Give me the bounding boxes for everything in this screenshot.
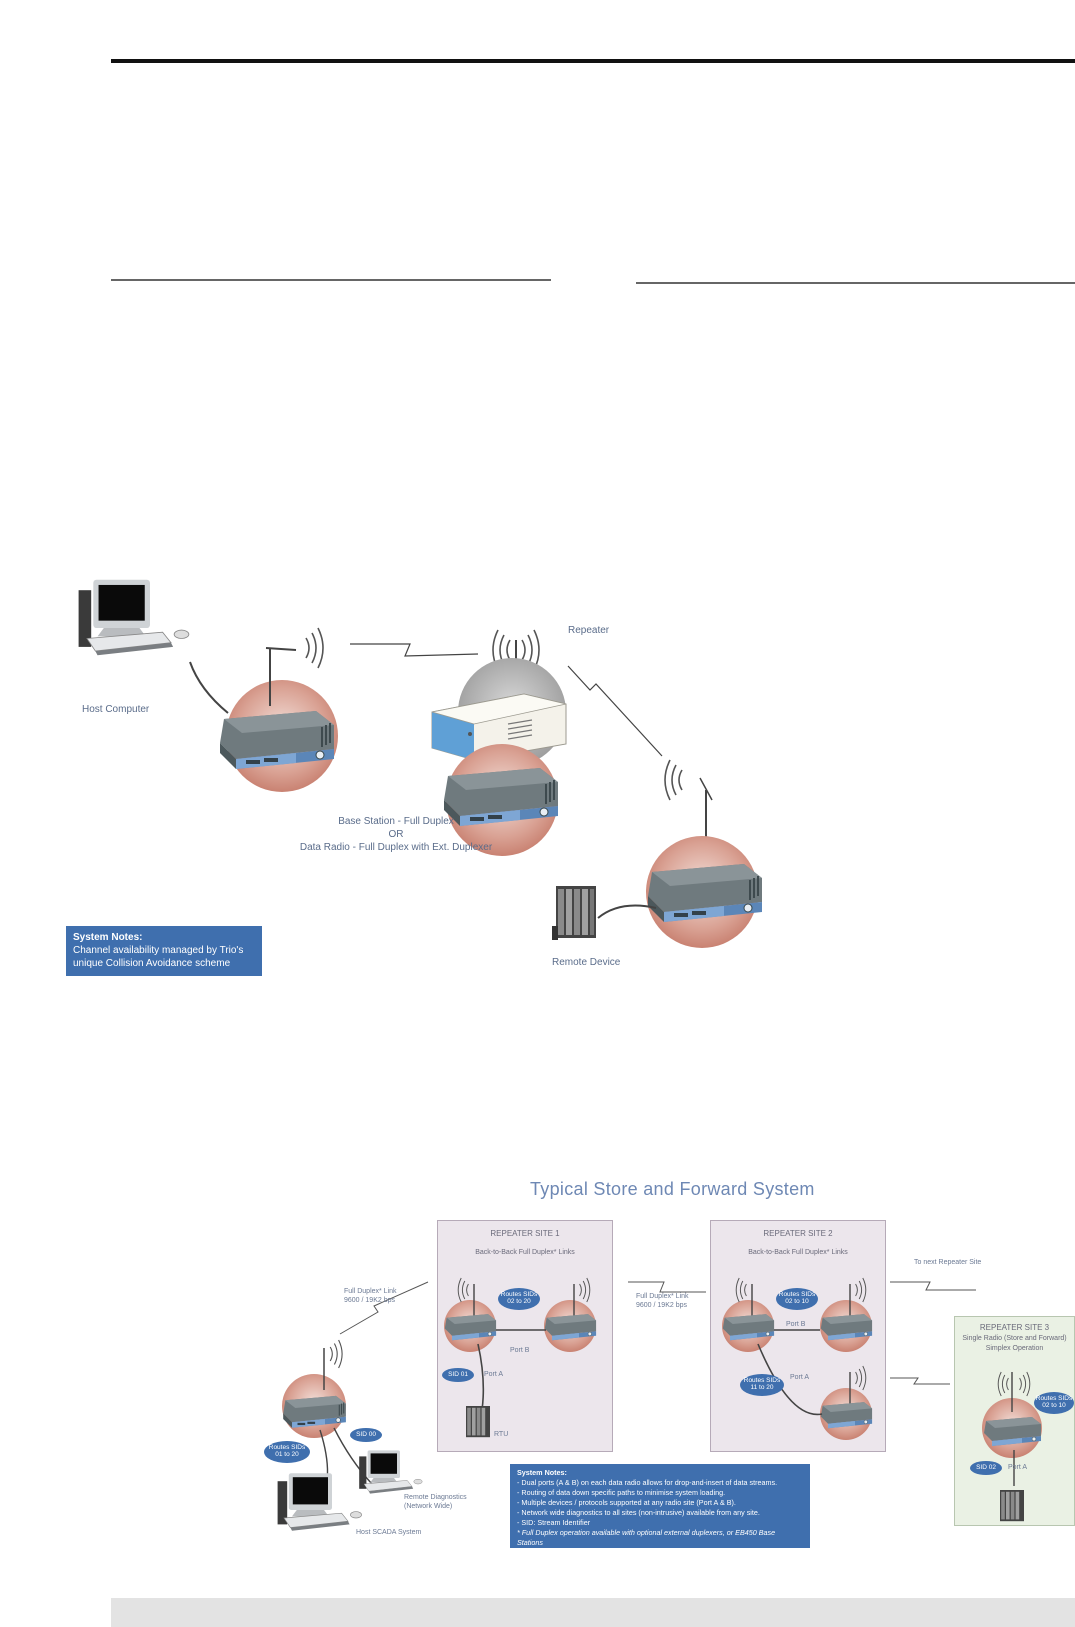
link2-label-1: Full Duplex* Link: [636, 1293, 689, 1300]
system-notes2-line-5: - SID: Stream Identifier: [517, 1518, 591, 1527]
site1-routes-l2: 02 to 20: [507, 1298, 531, 1305]
site3-subtitle-2: Simplex Operation: [985, 1345, 1044, 1352]
footer-band: [111, 1598, 1075, 1627]
site1-subtitle: Back-to-Back Full Duplex* Links: [475, 1249, 575, 1256]
system-notes-line-2: unique Collision Avoidance scheme: [73, 958, 231, 969]
site3-routes-l1: Routes SIDs: [1035, 1395, 1073, 1402]
base-station-label-2: Data Radio - Full Duplex with Ext. Duple…: [299, 842, 493, 853]
to-next-repeater-label: To next Repeater Site: [914, 1259, 982, 1266]
site2-routes-pill-2: Routes SIDs 11 to 20: [740, 1374, 784, 1396]
system-notes-line-1: Channel availability managed by Trio's: [73, 945, 244, 956]
site1-port-a: Port A: [484, 1371, 504, 1378]
system-notes-box-1: System Notes: Channel availability manag…: [66, 926, 262, 976]
site1-title: REPEATER SITE 1: [490, 1229, 560, 1238]
site3-routes-pill: Routes SIDs 02 to 10: [1034, 1392, 1074, 1414]
system-notes2-line-3: - Multiple devices / protocols supported…: [517, 1498, 736, 1507]
repeater-label: Repeater: [568, 625, 610, 636]
link2-label-2: 9600 / 19K2 bps: [636, 1302, 687, 1309]
top-rule: [111, 59, 1075, 63]
site1-sid-pill: SID 01: [442, 1368, 474, 1382]
site3-title: REPEATER SITE 3: [979, 1323, 1050, 1332]
site1-routes-l1: Routes SIDs: [500, 1291, 538, 1298]
site3-subtitle-1: Single Radio (Store and Forward): [962, 1335, 1067, 1342]
host-computer-label: Host Computer: [82, 704, 150, 715]
site1-rtu: RTU: [494, 1431, 509, 1438]
site2-subtitle: Back-to-Back Full Duplex* Links: [748, 1249, 848, 1256]
system-notes2-title: System Notes:: [517, 1468, 567, 1477]
site3-sid-pill: SID 02: [970, 1461, 1002, 1475]
site1-routes-pill: Routes SIDs 02 to 20: [498, 1288, 540, 1310]
host-sid-pill: SID 00: [350, 1428, 382, 1442]
host-diagnostics-l2: (Network Wide): [404, 1503, 453, 1510]
store-forward-title: Typical Store and Forward System: [530, 1179, 815, 1199]
system-notes2-line-6: * Full Duplex operation available with o…: [517, 1528, 776, 1547]
system-notes2-line-4: - Network wide diagnostics to all sites …: [517, 1508, 760, 1517]
host-routes-l1: Routes SIDs: [268, 1444, 306, 1451]
base-station-label-1: Base Station - Full Duplex: [338, 816, 454, 827]
site2-title: REPEATER SITE 2: [763, 1229, 833, 1238]
site2-routes-pill-1: Routes SIDs 02 to 10: [776, 1288, 818, 1310]
site2-routes1-l1: Routes SIDs: [778, 1291, 816, 1298]
host-diagnostics-l1: Remote Diagnostics: [404, 1494, 467, 1501]
link1-label-2: 9600 / 19K2 bps: [344, 1297, 395, 1304]
site1-port-b: Port B: [510, 1347, 530, 1354]
host-scada-label: Host SCADA System: [356, 1529, 422, 1536]
site2-routes1-l2: 02 to 10: [785, 1298, 809, 1305]
host-routes-l2: 01 to 20: [275, 1451, 299, 1458]
site2-port-b: Port B: [786, 1321, 806, 1328]
site2-routes2-l1: Routes SIDs: [743, 1377, 781, 1384]
link1-label-1: Full Duplex* Link: [344, 1288, 397, 1295]
system-notes-title-1: System Notes:: [73, 932, 143, 943]
site3-port-a: Port A: [1008, 1464, 1028, 1471]
site2-routes2-l2: 11 to 20: [750, 1384, 774, 1391]
site3-routes-l2: 02 to 10: [1042, 1402, 1066, 1409]
base-station-label-or: OR: [388, 829, 404, 840]
left-column-rule: [111, 279, 551, 281]
site2-port-a: Port A: [790, 1374, 810, 1381]
system-notes2-line-1: - Dual ports (A & B) on each data radio …: [517, 1478, 778, 1487]
host-routes-pill: Routes SIDs 01 to 20: [264, 1441, 310, 1463]
right-column-rule: [636, 282, 1075, 284]
system-notes-box-2: System Notes: - Dual ports (A & B) on ea…: [510, 1464, 810, 1548]
system-notes2-line-2: - Routing of data down specific paths to…: [517, 1488, 726, 1497]
remote-device-label: Remote Device: [552, 957, 621, 968]
